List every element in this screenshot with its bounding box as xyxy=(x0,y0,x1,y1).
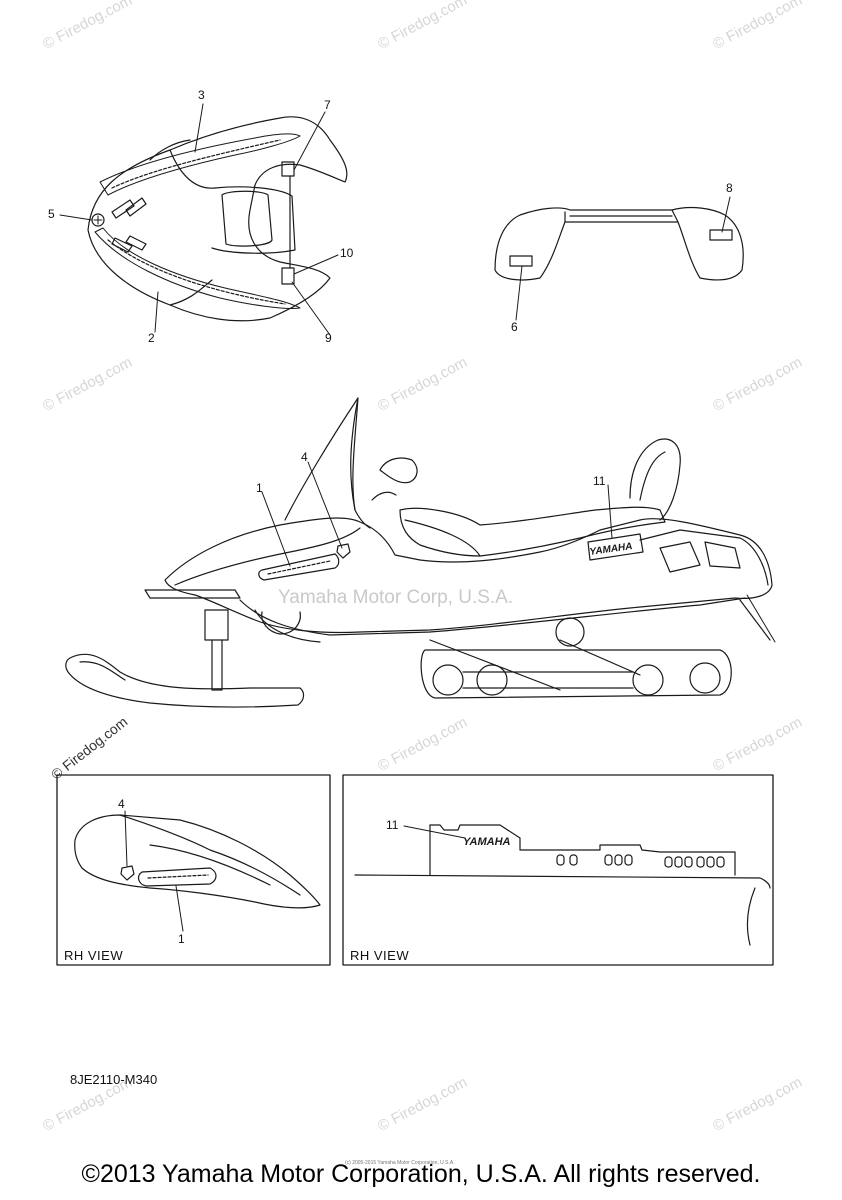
callout-7: 7 xyxy=(324,98,331,112)
callout-10: 10 xyxy=(340,246,354,260)
callout-8: 8 xyxy=(726,181,733,195)
hood-drawing xyxy=(87,116,348,322)
callout-6: 6 xyxy=(511,320,518,334)
callout-5: 5 xyxy=(48,207,55,221)
callout-11: 11 xyxy=(593,474,606,488)
tiny-credit: (c) 2005-2015 Yamaha Motor Corporation, … xyxy=(345,1160,455,1166)
inset-left-label: RH VIEW xyxy=(64,948,124,963)
callout-11-inset: 11 xyxy=(386,818,399,832)
callout-1-inset: 1 xyxy=(178,932,185,946)
yamaha-decal-text: YAMAHA xyxy=(589,541,633,558)
callout-1: 1 xyxy=(256,481,263,495)
callout-3: 3 xyxy=(198,88,205,102)
callout-4: 4 xyxy=(301,450,308,464)
center-watermark: Yamaha Motor Corp, U.S.A. xyxy=(278,587,514,608)
callout-2: 2 xyxy=(148,331,155,345)
copyright-footer: ©2013 Yamaha Motor Corporation, U.S.A. A… xyxy=(81,1160,761,1188)
inset-left-frame xyxy=(56,774,331,966)
snowmobile-drawing xyxy=(65,397,773,708)
inset-left-drawing xyxy=(74,814,321,909)
callout-4-inset: 4 xyxy=(118,797,125,811)
inset-right-drawing xyxy=(354,824,771,946)
bumper-drawing xyxy=(494,206,744,281)
leader-lines xyxy=(59,103,776,932)
inset-right-label: RH VIEW xyxy=(350,948,410,963)
part-code: 8JE2110-M340 xyxy=(70,1072,158,1087)
callout-9: 9 xyxy=(325,331,332,345)
inset-right-frame xyxy=(342,774,774,966)
yamaha-decal-text-inset: YAMAHA xyxy=(463,836,511,848)
